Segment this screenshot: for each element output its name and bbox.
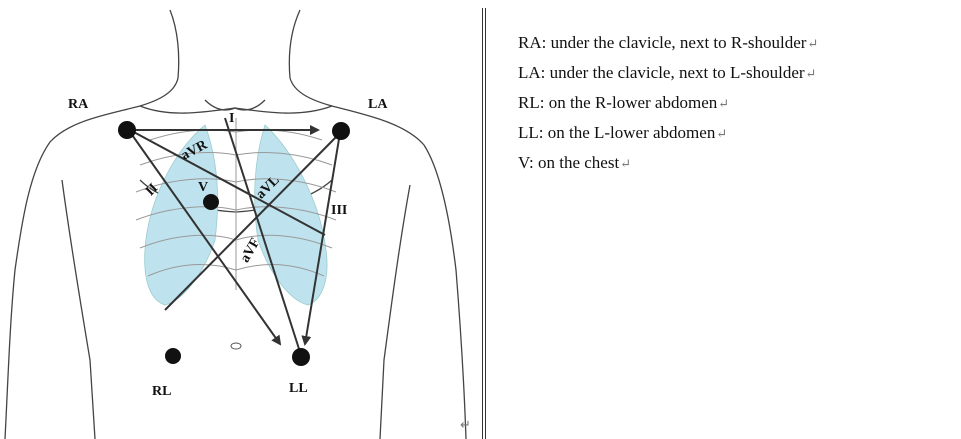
electrode-label-la: LA	[368, 97, 388, 112]
electrode-ll	[292, 348, 310, 366]
electrode-label-rl: RL	[152, 384, 171, 399]
paragraph-mark: ↵	[806, 66, 817, 81]
column-divider	[482, 8, 486, 439]
legend-text-ll: LL: on the L-lower abdomen	[518, 123, 715, 142]
legend-item-rl: RL: on the R-lower abdomen↵	[518, 88, 818, 118]
navel	[231, 343, 241, 349]
electrode-label-ra: RA	[68, 97, 89, 112]
legend-item-v: V: on the chest↵	[518, 148, 818, 178]
electrode-legend: RA: under the clavicle, next to R-should…	[518, 28, 818, 178]
lead-label-i: I	[229, 111, 234, 126]
paragraph-mark: ↵	[807, 36, 818, 51]
paragraph-mark: ↵	[620, 156, 631, 171]
legend-text-v: V: on the chest	[518, 153, 619, 172]
paragraph-mark-figure: ↵	[460, 418, 471, 433]
paragraph-mark: ↵	[718, 96, 729, 111]
legend-item-ra: RA: under the clavicle, next to R-should…	[518, 28, 818, 58]
torso-diagram: RA LA V RL LL I II III aVR aVL aVF	[0, 0, 480, 439]
electrode-rl	[165, 348, 181, 364]
legend-item-la: LA: under the clavicle, next to L-should…	[518, 58, 818, 88]
legend-item-ll: LL: on the L-lower abdomen↵	[518, 118, 818, 148]
paragraph-mark: ↵	[716, 126, 727, 141]
legend-text-rl: RL: on the R-lower abdomen	[518, 93, 717, 112]
electrode-ra	[118, 121, 136, 139]
electrode-label-v: V	[198, 180, 208, 195]
legend-text-la: LA: under the clavicle, next to L-should…	[518, 63, 805, 82]
electrode-v	[203, 194, 219, 210]
ecg-electrode-placement-figure: RA LA V RL LL I II III aVR aVL aVF	[0, 0, 480, 439]
lead-label-iii: III	[331, 203, 347, 218]
electrode-label-ll: LL	[289, 381, 308, 396]
legend-text-ra: RA: under the clavicle, next to R-should…	[518, 33, 806, 52]
electrode-la	[332, 122, 350, 140]
